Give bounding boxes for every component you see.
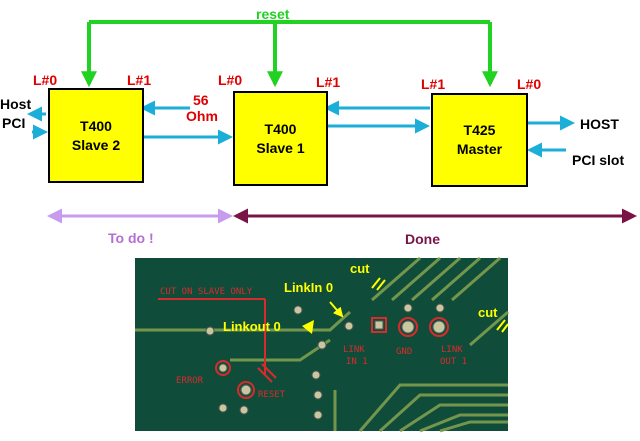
master-chip: T425 xyxy=(463,122,496,138)
pci-slot-label: PCI slot xyxy=(572,152,625,168)
resistor-unit: Ohm xyxy=(186,108,218,124)
pcb-linkin0: LinkIn 0 xyxy=(284,280,334,295)
host-pci-line1: Host xyxy=(0,96,32,112)
reset-line xyxy=(81,20,498,88)
pcb-error: ERROR xyxy=(176,376,204,386)
pcb-cut-2: cut xyxy=(478,305,498,320)
slave1-chip: T400 xyxy=(264,120,297,137)
master-right-link: L#0 xyxy=(517,76,542,92)
pcb-reset: RESET xyxy=(258,390,286,400)
pcb-gnd: GND xyxy=(396,347,413,357)
slave1-box: T400 Slave 1 xyxy=(233,91,328,186)
resistor-value: 56 xyxy=(193,92,209,108)
pcb-linkout0: Linkout 0 xyxy=(223,319,281,334)
link-arrows xyxy=(27,100,575,158)
slave2-right-link: L#1 xyxy=(127,72,152,88)
master-left-link: L#1 xyxy=(421,76,446,92)
slave2-role: Slave 2 xyxy=(71,136,121,153)
done-label: Done xyxy=(405,231,440,247)
pcb-cut-1: cut xyxy=(350,261,370,276)
pcb-cut-on-slave-only: CUT ON SLAVE ONLY xyxy=(160,287,253,297)
host-pci-line2: PCI xyxy=(2,115,26,131)
host-label: HOST xyxy=(580,116,619,132)
slave1-left-link: L#0 xyxy=(218,72,243,88)
slave1-right-link: L#1 xyxy=(316,74,341,90)
pcb-link-in-1-line1: LINK xyxy=(343,345,365,355)
reset-label: reset xyxy=(256,6,290,22)
pcb-link-in-1-line2: IN 1 xyxy=(346,357,368,367)
master-box: T425 Master xyxy=(431,93,528,187)
pcb-link-out-1-line2: OUT 1 xyxy=(440,357,468,367)
slave2-chip: T400 xyxy=(80,117,112,134)
slave2-box: T400 Slave 2 xyxy=(48,88,144,183)
slave1-role: Slave 1 xyxy=(256,139,305,156)
master-role: Master xyxy=(456,141,503,157)
pcb-link-out-1-line1: LINK xyxy=(441,345,463,355)
todo-label: To do ! xyxy=(108,230,154,246)
pcb-photo xyxy=(135,256,509,433)
slave2-left-link: L#0 xyxy=(33,72,58,88)
